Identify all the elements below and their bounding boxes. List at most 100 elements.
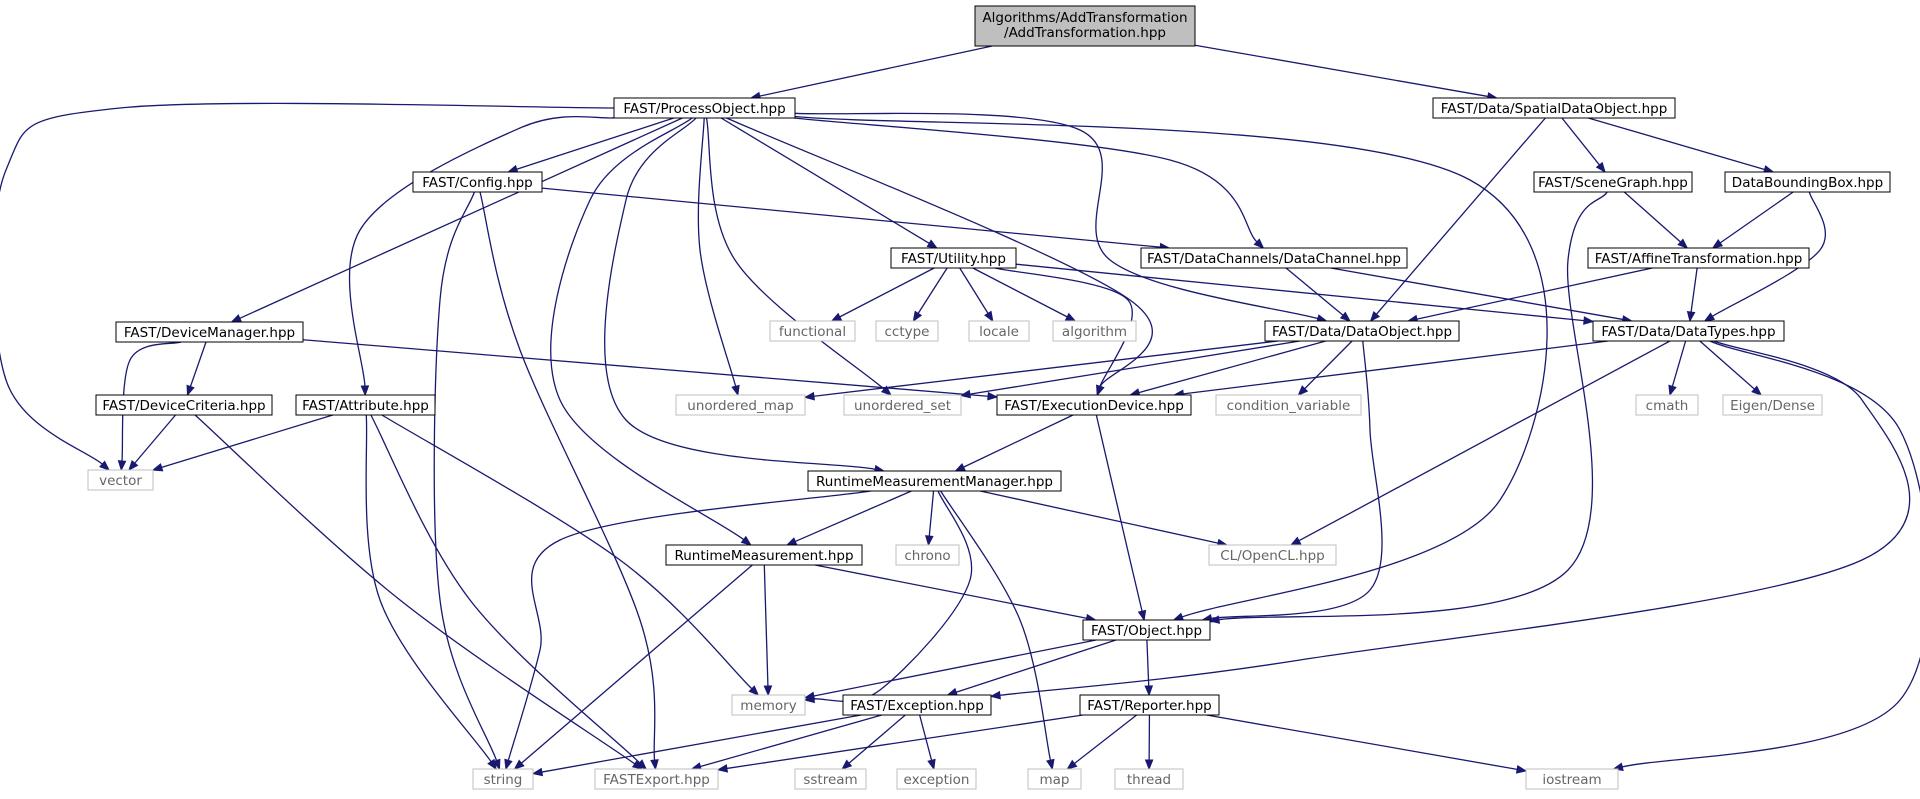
node-dataobject[interactable]: FAST/Data/DataObject.hpp: [1264, 320, 1460, 342]
node-functional: functional: [769, 320, 856, 342]
edge-utility-to-cctype: [912, 267, 948, 323]
node-devicemanager[interactable]: FAST/DeviceManager.hpp: [115, 321, 304, 343]
node-executiondevice[interactable]: FAST/ExecutionDevice.hpp: [996, 394, 1192, 416]
arrow-head-icon: [1297, 385, 1309, 396]
node-box: [472, 768, 534, 790]
edge-line: [1699, 340, 1755, 390]
node-box: [1587, 247, 1810, 269]
edge-line: [759, 45, 993, 97]
node-opencl: CL/OpenCL.hpp: [1208, 544, 1337, 566]
edge-line: [433, 191, 498, 761]
edge-reporter-to-iostream: [1206, 714, 1528, 774]
edge-devicecriteria-to-vector: [128, 414, 177, 472]
arrow-head-icon: [1064, 312, 1077, 322]
node-label: FAST/Object.hpp: [1091, 623, 1202, 639]
edge-config-to-datachannel: [541, 187, 1171, 252]
node-label: /AddTransformation.hpp: [1004, 25, 1166, 41]
node-config[interactable]: FAST/Config.hpp: [412, 171, 543, 193]
node-algorithm: algorithm: [1052, 320, 1137, 342]
edge-processobject-to-dataobject: [794, 112, 1328, 323]
node-label: unordered_map: [687, 398, 793, 414]
edge-line: [507, 490, 872, 761]
edge-line: [793, 117, 1258, 243]
node-reporter[interactable]: FAST/Reporter.hpp: [1079, 694, 1220, 716]
node-runtimemeasurementmanager[interactable]: RuntimeMeasurementManager.hpp: [807, 470, 1062, 492]
node-runtimemeasurement[interactable]: RuntimeMeasurement.hpp: [665, 544, 863, 566]
node-box: [1114, 768, 1184, 790]
edge-line: [1690, 267, 1698, 313]
node-box: [665, 544, 863, 566]
node-box: [842, 694, 992, 716]
node-condition_variable: condition_variable: [1215, 394, 1362, 416]
node-attribute[interactable]: FAST/Attribute.hpp: [295, 394, 436, 416]
arrow-head-icon: [731, 384, 740, 397]
edge-datatypes-to-cmath: [1668, 340, 1687, 397]
node-label: FAST/DeviceCriteria.hpp: [102, 398, 265, 414]
edge-spatialdataobject-to-scenegraph: [1561, 117, 1606, 174]
edge-object-to-exception: [946, 639, 1117, 697]
edge-runtimemeasurementmanager-to-opencl: [980, 490, 1229, 548]
arrow-head-icon: [803, 691, 816, 701]
arrow-head-icon: [504, 758, 513, 771]
arrow-head-icon: [763, 685, 773, 697]
arrow-head-icon: [128, 459, 139, 472]
node-label: cctype: [884, 324, 929, 340]
node-label: memory: [740, 698, 796, 714]
edge-processobject-to-datachannel: [793, 117, 1265, 249]
edge-line: [1671, 340, 1687, 387]
node-box: [769, 320, 856, 342]
edge-line: [1304, 340, 1353, 390]
node-root[interactable]: Algorithms/AddTransformation/AddTransfor…: [974, 5, 1196, 47]
node-label: FAST/ProcessObject.hpp: [623, 101, 785, 117]
node-object[interactable]: FAST/Object.hpp: [1082, 619, 1211, 641]
edge-line: [1712, 191, 1827, 317]
edge-datatypes-to-opencl: [1289, 340, 1671, 546]
edge-attribute-to-string: [365, 414, 497, 771]
arrow-head-icon: [1144, 759, 1154, 771]
node-chrono: chrono: [895, 544, 960, 566]
node-scenegraph[interactable]: FAST/SceneGraph.hpp: [1533, 171, 1693, 193]
edge-processobject-to-devicemanager: [230, 117, 683, 323]
node-box: [594, 768, 719, 790]
arrow-head-icon: [1583, 316, 1595, 325]
node-processobject[interactable]: FAST/ProcessObject.hpp: [613, 97, 796, 119]
node-exception[interactable]: FAST/Exception.hpp: [842, 694, 992, 716]
node-spatialdataobject[interactable]: FAST/Data/SpatialDataObject.hpp: [1432, 97, 1676, 119]
edge-line: [720, 117, 930, 244]
node-vector: vector: [87, 469, 154, 491]
edge-reporter-to-map: [1066, 714, 1138, 770]
edge-exception-to-sstream: [841, 714, 906, 770]
edge-dataobject-to-condition_variable: [1297, 340, 1353, 396]
edge-processobject-to-runtimemeasurement: [550, 117, 752, 546]
edge-databoundingbox-to-datatypes: [1703, 191, 1827, 322]
node-databoundingbox[interactable]: DataBoundingBox.hpp: [1724, 171, 1891, 193]
arrow-head-icon: [716, 764, 729, 773]
edge-line: [980, 490, 1219, 544]
edge-line: [955, 639, 1117, 693]
node-utility[interactable]: FAST/Utility.hpp: [890, 247, 1017, 269]
node-cctype: cctype: [875, 320, 939, 342]
edge-line: [1095, 414, 1143, 612]
node-unordered_map: unordered_map: [675, 394, 806, 416]
node-box: [843, 394, 962, 416]
arrow-head-icon: [830, 312, 843, 322]
edge-line: [1285, 267, 1344, 316]
edge-utility-to-executiondevice: [994, 267, 1133, 397]
node-affinetransformation[interactable]: FAST/AffineTransformation.hpp: [1587, 247, 1810, 269]
arrow-head-icon: [1172, 612, 1185, 621]
node-box: [731, 694, 806, 716]
node-box: [1432, 97, 1676, 119]
node-datachannel[interactable]: FAST/DataChannels/DataChannel.hpp: [1140, 247, 1408, 269]
node-box: [412, 171, 543, 193]
edge-line: [381, 414, 753, 690]
edge-datachannel-to-dataobject: [1285, 267, 1351, 322]
arrow-head-icon: [927, 758, 936, 771]
arrow-head-icon: [989, 690, 1001, 700]
edge-databoundingbox-to-affinetransformation: [1711, 191, 1794, 249]
edge-line: [959, 267, 989, 314]
node-datatypes[interactable]: FAST/Data/DataTypes.hpp: [1592, 320, 1785, 342]
node-devicecriteria[interactable]: FAST/DeviceCriteria.hpp: [95, 394, 273, 416]
edge-line: [697, 117, 737, 387]
edge-reporter-to-fastexport: [716, 714, 1083, 773]
node-label: FAST/Data/DataObject.hpp: [1272, 324, 1452, 340]
